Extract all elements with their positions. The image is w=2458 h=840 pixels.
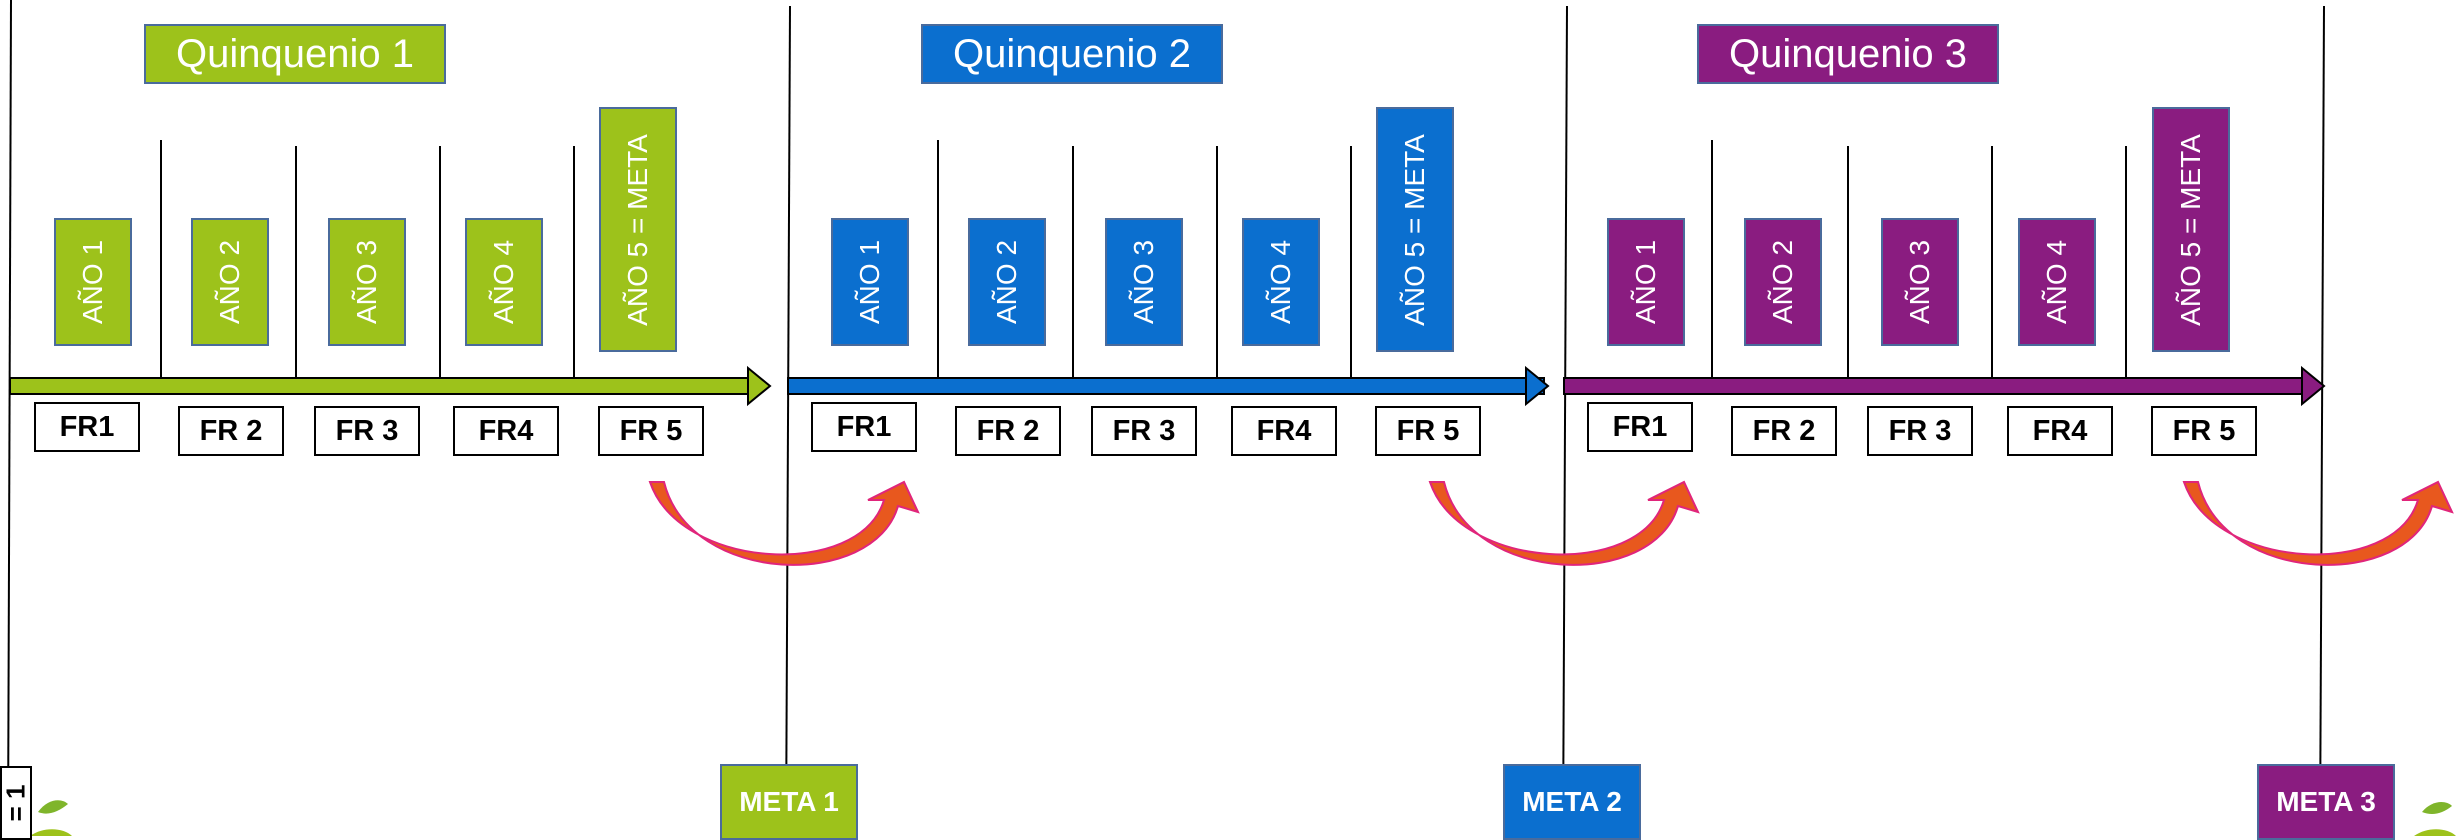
curved-arrow-icon (1428, 480, 1700, 566)
year-box-q3-5: AÑO 5 = META (2152, 107, 2230, 352)
timeline-arrow-2 (787, 365, 1550, 407)
year-label: AÑO 4 (1265, 239, 1296, 325)
year-box-q3-3: AÑO 3 (1881, 218, 1959, 346)
timeline-arrow-3 (1563, 365, 2326, 407)
year-label: AÑO 4 (488, 239, 519, 325)
fr-box-q3-4: FR4 (2007, 406, 2113, 456)
curved-arrow-icon (2182, 480, 2454, 566)
year-box-q1-1: AÑO 1 (54, 218, 132, 346)
fr-box-q2-4: FR4 (1231, 406, 1337, 456)
year-box-q2-2: AÑO 2 (968, 218, 1046, 346)
fr-box-q2-5: FR 5 (1375, 406, 1481, 456)
leaf-icon (30, 800, 72, 836)
year-box-q3-4: AÑO 4 (2018, 218, 2096, 346)
quinquenio-1-title: Quinquenio 1 (144, 24, 446, 84)
year-label: AÑO 4 (2041, 239, 2072, 325)
year-box-q2-5: AÑO 5 = META (1376, 107, 1454, 352)
year-box-q2-4: AÑO 4 (1242, 218, 1320, 346)
period-divider (2319, 5, 2325, 840)
quinquenio-2-title: Quinquenio 2 (921, 24, 1223, 84)
fr-box-q1-2: FR 2 (178, 406, 284, 456)
year-box-q1-4: AÑO 4 (465, 218, 543, 346)
meta-2-box: META 2 (1503, 764, 1641, 840)
quinquenio-3-title: Quinquenio 3 (1697, 24, 1999, 84)
year-label: AÑO 5 = META (2175, 133, 2206, 326)
year-label: AÑO 2 (214, 239, 245, 325)
fr-box-q1-1: FR1 (34, 402, 140, 452)
year-label: AÑO 3 (1128, 239, 1159, 325)
fr-box-q2-3: FR 3 (1091, 406, 1197, 456)
year-label: AÑO 3 (351, 239, 382, 325)
fr-box-q1-5: FR 5 (598, 406, 704, 456)
corner-label-box: = 1 (0, 766, 32, 840)
year-label: AÑO 5 = META (1399, 133, 1430, 326)
meta-3-box: META 3 (2257, 764, 2395, 840)
year-box-q3-2: AÑO 2 (1744, 218, 1822, 346)
curved-arrow-icon (648, 480, 920, 566)
fr-box-q3-5: FR 5 (2151, 406, 2257, 456)
meta-1-box: META 1 (720, 764, 858, 840)
year-label: AÑO 1 (854, 239, 885, 325)
fr-box-q2-1: FR1 (811, 402, 917, 452)
fr-box-q3-2: FR 2 (1731, 406, 1837, 456)
year-label: AÑO 3 (1904, 239, 1935, 325)
year-dividers (160, 140, 2127, 378)
year-box-q1-3: AÑO 3 (328, 218, 406, 346)
period-divider (785, 5, 791, 840)
year-box-q2-1: AÑO 1 (831, 218, 909, 346)
leaf-icon (2414, 802, 2456, 836)
year-label: AÑO 5 = META (622, 133, 653, 326)
year-label: AÑO 2 (991, 239, 1022, 325)
year-box-q2-3: AÑO 3 (1105, 218, 1183, 346)
fr-box-q3-1: FR1 (1587, 402, 1693, 452)
period-divider (1562, 5, 1568, 840)
year-label: AÑO 2 (1767, 239, 1798, 325)
year-box-q3-1: AÑO 1 (1607, 218, 1685, 346)
period-divider (7, 0, 12, 840)
timeline-arrow-1 (9, 365, 772, 407)
year-box-q1-5: AÑO 5 = META (599, 107, 677, 352)
fr-box-q2-2: FR 2 (955, 406, 1061, 456)
year-box-q1-2: AÑO 2 (191, 218, 269, 346)
year-label: AÑO 1 (1630, 239, 1661, 325)
fr-box-q3-3: FR 3 (1867, 406, 1973, 456)
year-label: AÑO 1 (77, 239, 108, 325)
corner-label: = 1 (0, 784, 31, 822)
fr-box-q1-4: FR4 (453, 406, 559, 456)
fr-box-q1-3: FR 3 (314, 406, 420, 456)
